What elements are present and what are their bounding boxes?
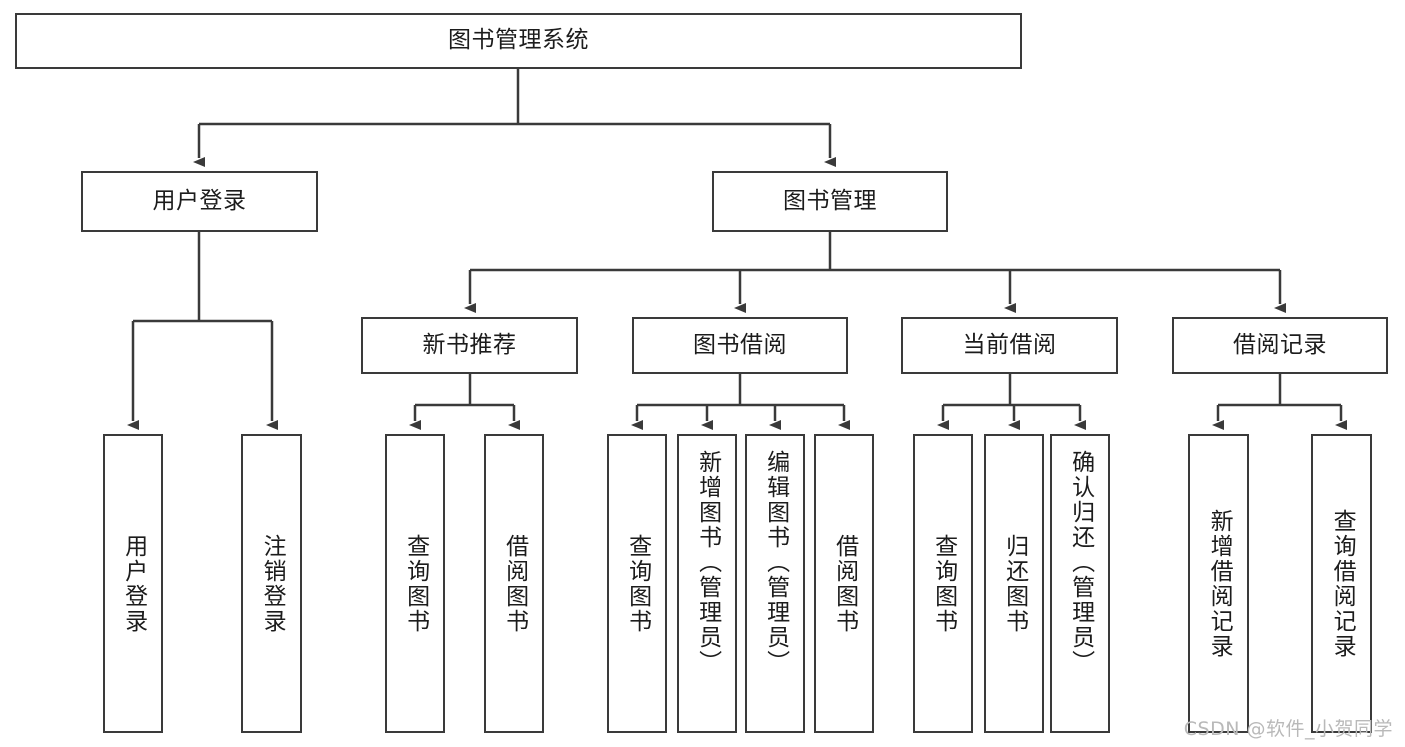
leaf-user-login-label: 用户登录: [120, 533, 147, 634]
node-book-borrow-label: 图书借阅: [693, 331, 787, 358]
leaf-add-borrow-record-label: 新增借阅记录: [1206, 508, 1233, 659]
node-user-login[interactable]: 用户登录: [81, 171, 318, 232]
leaf-edit-book-admin-label: 编辑图书（管理员）: [762, 450, 789, 675]
node-root-label: 图书管理系统: [448, 27, 589, 54]
node-borrow-record[interactable]: 借阅记录: [1172, 317, 1388, 374]
leaf-query-borrow-record-label: 查询借阅记录: [1329, 508, 1356, 659]
node-current-borrow[interactable]: 当前借阅: [901, 317, 1118, 374]
watermark-text: CSDN @软件_小贺同学: [1183, 718, 1393, 740]
leaf-add-book-admin[interactable]: 新增图书（管理员）: [677, 434, 737, 733]
leaf-logout-login[interactable]: 注销登录: [241, 434, 302, 733]
leaf-borrow-book-1-label: 借阅图书: [501, 533, 528, 634]
node-new-book-recommend[interactable]: 新书推荐: [361, 317, 578, 374]
leaf-query-book-2-label: 查询图书: [624, 533, 651, 634]
node-book-manage-label: 图书管理: [783, 187, 877, 214]
leaf-add-book-admin-label: 新增图书（管理员）: [694, 450, 721, 675]
leaf-query-book-3-label: 查询图书: [930, 533, 957, 634]
leaf-borrow-book-2-label: 借阅图书: [831, 533, 858, 634]
leaf-query-borrow-record[interactable]: 查询借阅记录: [1311, 434, 1372, 733]
node-borrow-record-label: 借阅记录: [1233, 331, 1327, 358]
leaf-return-book-label: 归还图书: [1001, 533, 1028, 634]
leaf-edit-book-admin[interactable]: 编辑图书（管理员）: [745, 434, 805, 733]
node-book-manage[interactable]: 图书管理: [712, 171, 948, 232]
node-new-book-recommend-label: 新书推荐: [422, 331, 517, 358]
node-book-borrow[interactable]: 图书借阅: [632, 317, 848, 374]
node-current-borrow-label: 当前借阅: [962, 331, 1057, 358]
leaf-query-book-2[interactable]: 查询图书: [607, 434, 667, 733]
leaf-add-borrow-record[interactable]: 新增借阅记录: [1188, 434, 1249, 733]
leaf-confirm-return-admin[interactable]: 确认归还（管理员）: [1050, 434, 1110, 733]
leaf-query-book-1[interactable]: 查询图书: [385, 434, 445, 733]
leaf-user-login[interactable]: 用户登录: [103, 434, 163, 733]
leaf-query-book-3[interactable]: 查询图书: [913, 434, 973, 733]
leaf-logout-login-label: 注销登录: [259, 533, 286, 634]
leaf-borrow-book-1[interactable]: 借阅图书: [484, 434, 544, 733]
node-root[interactable]: 图书管理系统: [15, 13, 1022, 69]
leaf-query-book-1-label: 查询图书: [402, 533, 429, 634]
leaf-return-book[interactable]: 归还图书: [984, 434, 1044, 733]
node-user-login-label: 用户登录: [152, 187, 247, 214]
leaf-borrow-book-2[interactable]: 借阅图书: [814, 434, 874, 733]
leaf-confirm-return-admin-label: 确认归还（管理员）: [1067, 450, 1094, 675]
